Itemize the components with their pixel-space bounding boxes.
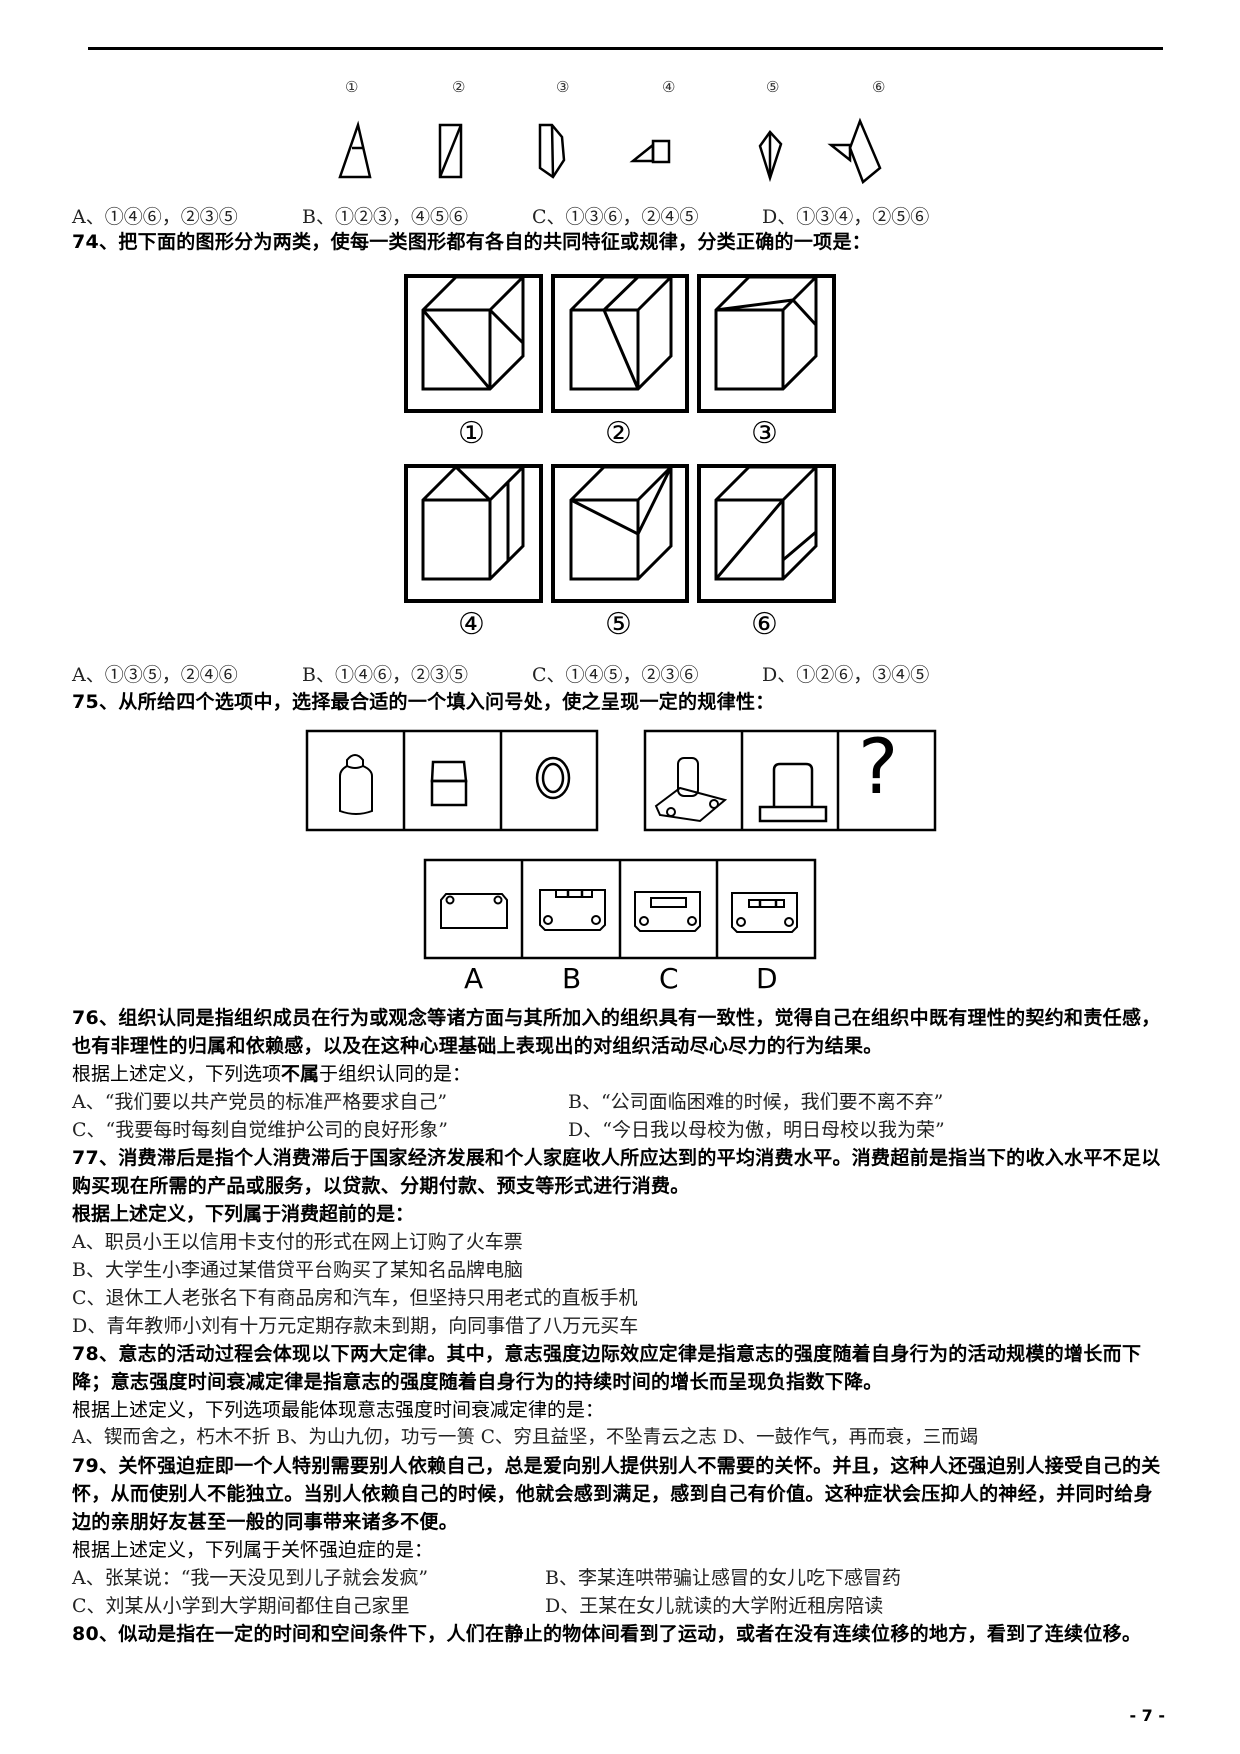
figure-label: ④	[662, 78, 676, 96]
question-mark: ?	[858, 722, 899, 811]
q79-stem: 79、关怀强迫症即一个人特别需要别人依赖自己，总是爱向别人提供别人不需要的关怀。…	[72, 1452, 1172, 1536]
figure-label: ⑥	[872, 78, 886, 96]
q74-options: A、①③⑤，②④⑥ B、①④⑥，②③⑤ C、①④⑤，②③⑥ D、①②⑥，③④⑤	[72, 660, 929, 687]
q74-cubes	[404, 274, 836, 603]
question-number: 80、	[72, 1623, 119, 1645]
question-text: 似动是指在一定的时间和空间条件下，人们在静止的物体间看到了运动，或者在没有连续位…	[118, 1623, 1142, 1645]
q77-stem: 77、消费滞后是指个人消费滞后于国家经济发展和个人家庭收人所应达到的平均消费水平…	[72, 1144, 1172, 1200]
option-d[interactable]: D、青年教师小刘有十万元定期存款未到期，向同事借了八万元买车	[72, 1315, 639, 1337]
figure-label: ①	[458, 416, 485, 451]
figure-label: ③	[751, 416, 778, 451]
question-number: 79、	[72, 1455, 119, 1477]
question-number: 77、	[72, 1147, 119, 1169]
option-c[interactable]: C、①③⑥，②④⑤	[532, 206, 699, 228]
option-b[interactable]: B、李某连哄带骗让感冒的女儿吃下感冒药	[545, 1567, 901, 1589]
prompt-emphasis: 不属	[281, 1063, 320, 1085]
q78-options[interactable]: A、锲而舍之，朽木不折 B、为山九仞，功亏一篑 C、穷且益坚，不坠青云之志 D、…	[72, 1427, 979, 1448]
figure-label: ②	[452, 78, 466, 96]
figure-label: ②	[605, 416, 632, 451]
q75-figures	[305, 729, 937, 832]
option-d[interactable]: D、①③④，②⑤⑥	[762, 206, 930, 228]
figure-label: ①	[345, 78, 359, 96]
figure-label: ⑤	[605, 607, 632, 642]
figure-label: ④	[458, 607, 485, 642]
choice-letter-a[interactable]: A	[464, 962, 484, 995]
q79-prompt: 根据上述定义，下列属于关怀强迫症的是：	[72, 1539, 434, 1561]
q75-choices	[423, 858, 817, 960]
question-number: 74、	[72, 231, 119, 253]
choice-letter-c[interactable]: C	[659, 962, 679, 995]
question-text: 关怀强迫症即一个人特别需要别人依赖自己，总是爱向别人提供别人不需要的关怀。并且，…	[72, 1455, 1161, 1533]
page-number: - 7 -	[1129, 1706, 1165, 1725]
q78-stem: 78、意志的活动过程会体现以下两大定律。其中，意志强度边际效应定律是指意志的强度…	[72, 1340, 1172, 1396]
option-c[interactable]: C、刘某从小学到大学期间都住自己家里	[72, 1595, 410, 1617]
option-b[interactable]: B、①④⑥，②③⑤	[302, 664, 468, 686]
option-b[interactable]: B、大学生小李通过某借贷平台购买了某知名品牌电脑	[72, 1259, 523, 1281]
figure-label: ⑤	[766, 78, 780, 96]
choice-letter-d[interactable]: D	[756, 962, 778, 995]
option-a[interactable]: A、①④⑥，②③⑤	[72, 206, 238, 228]
option-c[interactable]: C、“我要每时每刻自觉维护公司的良好形象”	[72, 1119, 448, 1141]
q76-stem: 76、组织认同是指组织成员在行为或观念等诸方面与其所加入的组织具有一致性，觉得自…	[72, 1004, 1172, 1060]
option-c[interactable]: C、退休工人老张名下有商品房和汽车，但坚持只用老式的直板手机	[72, 1287, 638, 1309]
option-c[interactable]: C、①④⑤，②③⑥	[532, 664, 699, 686]
q75-stem: 75、从所给四个选项中，选择最合适的一个填入问号处，使之呈现一定的规律性：	[72, 688, 1172, 716]
option-a[interactable]: A、①③⑤，②④⑥	[72, 664, 238, 686]
q74-stem: 74、把下面的图形分为两类，使每一类图形都有各自的共同特征或规律，分类正确的一项…	[72, 228, 1172, 256]
option-a[interactable]: A、“我们要以共产党员的标准严格要求自己”	[72, 1091, 448, 1113]
q76-prompt: 根据上述定义，下列选项不属于组织认同的是：	[72, 1060, 471, 1088]
question-text: 从所给四个选项中，选择最合适的一个填入问号处，使之呈现一定的规律性：	[118, 691, 775, 713]
question-text: 意志的活动过程会体现以下两大定律。其中，意志强度边际效应定律是指意志的强度随着自…	[72, 1343, 1142, 1393]
question-text: 消费滞后是指个人消费滞后于国家经济发展和个人家庭收人所应达到的平均消费水平。消费…	[72, 1147, 1161, 1197]
q78-prompt: 根据上述定义，下列选项最能体现意志强度时间衰减定律的是：	[72, 1399, 605, 1421]
question-number: 78、	[72, 1343, 119, 1365]
question-number: 75、	[72, 691, 119, 713]
option-b[interactable]: B、①②③，④⑤⑥	[302, 206, 468, 228]
header-rule	[88, 47, 1163, 50]
q73-options: A、①④⑥，②③⑤ B、①②③，④⑤⑥ C、①③⑥，②④⑤ D、①③④，②⑤⑥	[72, 202, 929, 229]
option-d[interactable]: D、①②⑥，③④⑤	[762, 664, 930, 686]
question-text: 组织认同是指组织成员在行为或观念等诸方面与其所加入的组织具有一致性，觉得自己在组…	[72, 1007, 1161, 1057]
option-d[interactable]: D、王某在女儿就读的大学附近租房陪读	[545, 1595, 884, 1617]
q73-shapes	[338, 117, 882, 185]
figure-label: ③	[556, 78, 570, 96]
q80-stem: 80、似动是指在一定的时间和空间条件下，人们在静止的物体间看到了运动，或者在没有…	[72, 1620, 1172, 1648]
question-text: 把下面的图形分为两类，使每一类图形都有各自的共同特征或规律，分类正确的一项是：	[118, 231, 872, 253]
figure-label: ⑥	[751, 607, 778, 642]
question-number: 76、	[72, 1007, 119, 1029]
option-a[interactable]: A、职员小王以信用卡支付的形式在网上订购了火车票	[72, 1231, 523, 1253]
prompt-text: 于组织认同的是：	[319, 1063, 472, 1085]
prompt-text: 根据上述定义，下列选项	[72, 1063, 282, 1085]
choice-letter-b[interactable]: B	[562, 962, 582, 995]
option-b[interactable]: B、“公司面临困难的时候，我们要不离不弃”	[568, 1091, 944, 1113]
option-d[interactable]: D、“今日我以母校为傲，明日母校以我为荣”	[568, 1119, 945, 1141]
q77-prompt: 根据上述定义，下列属于消费超前的是：	[72, 1203, 415, 1225]
option-a[interactable]: A、张某说：“我一天没见到儿子就会发疯”	[72, 1567, 429, 1589]
